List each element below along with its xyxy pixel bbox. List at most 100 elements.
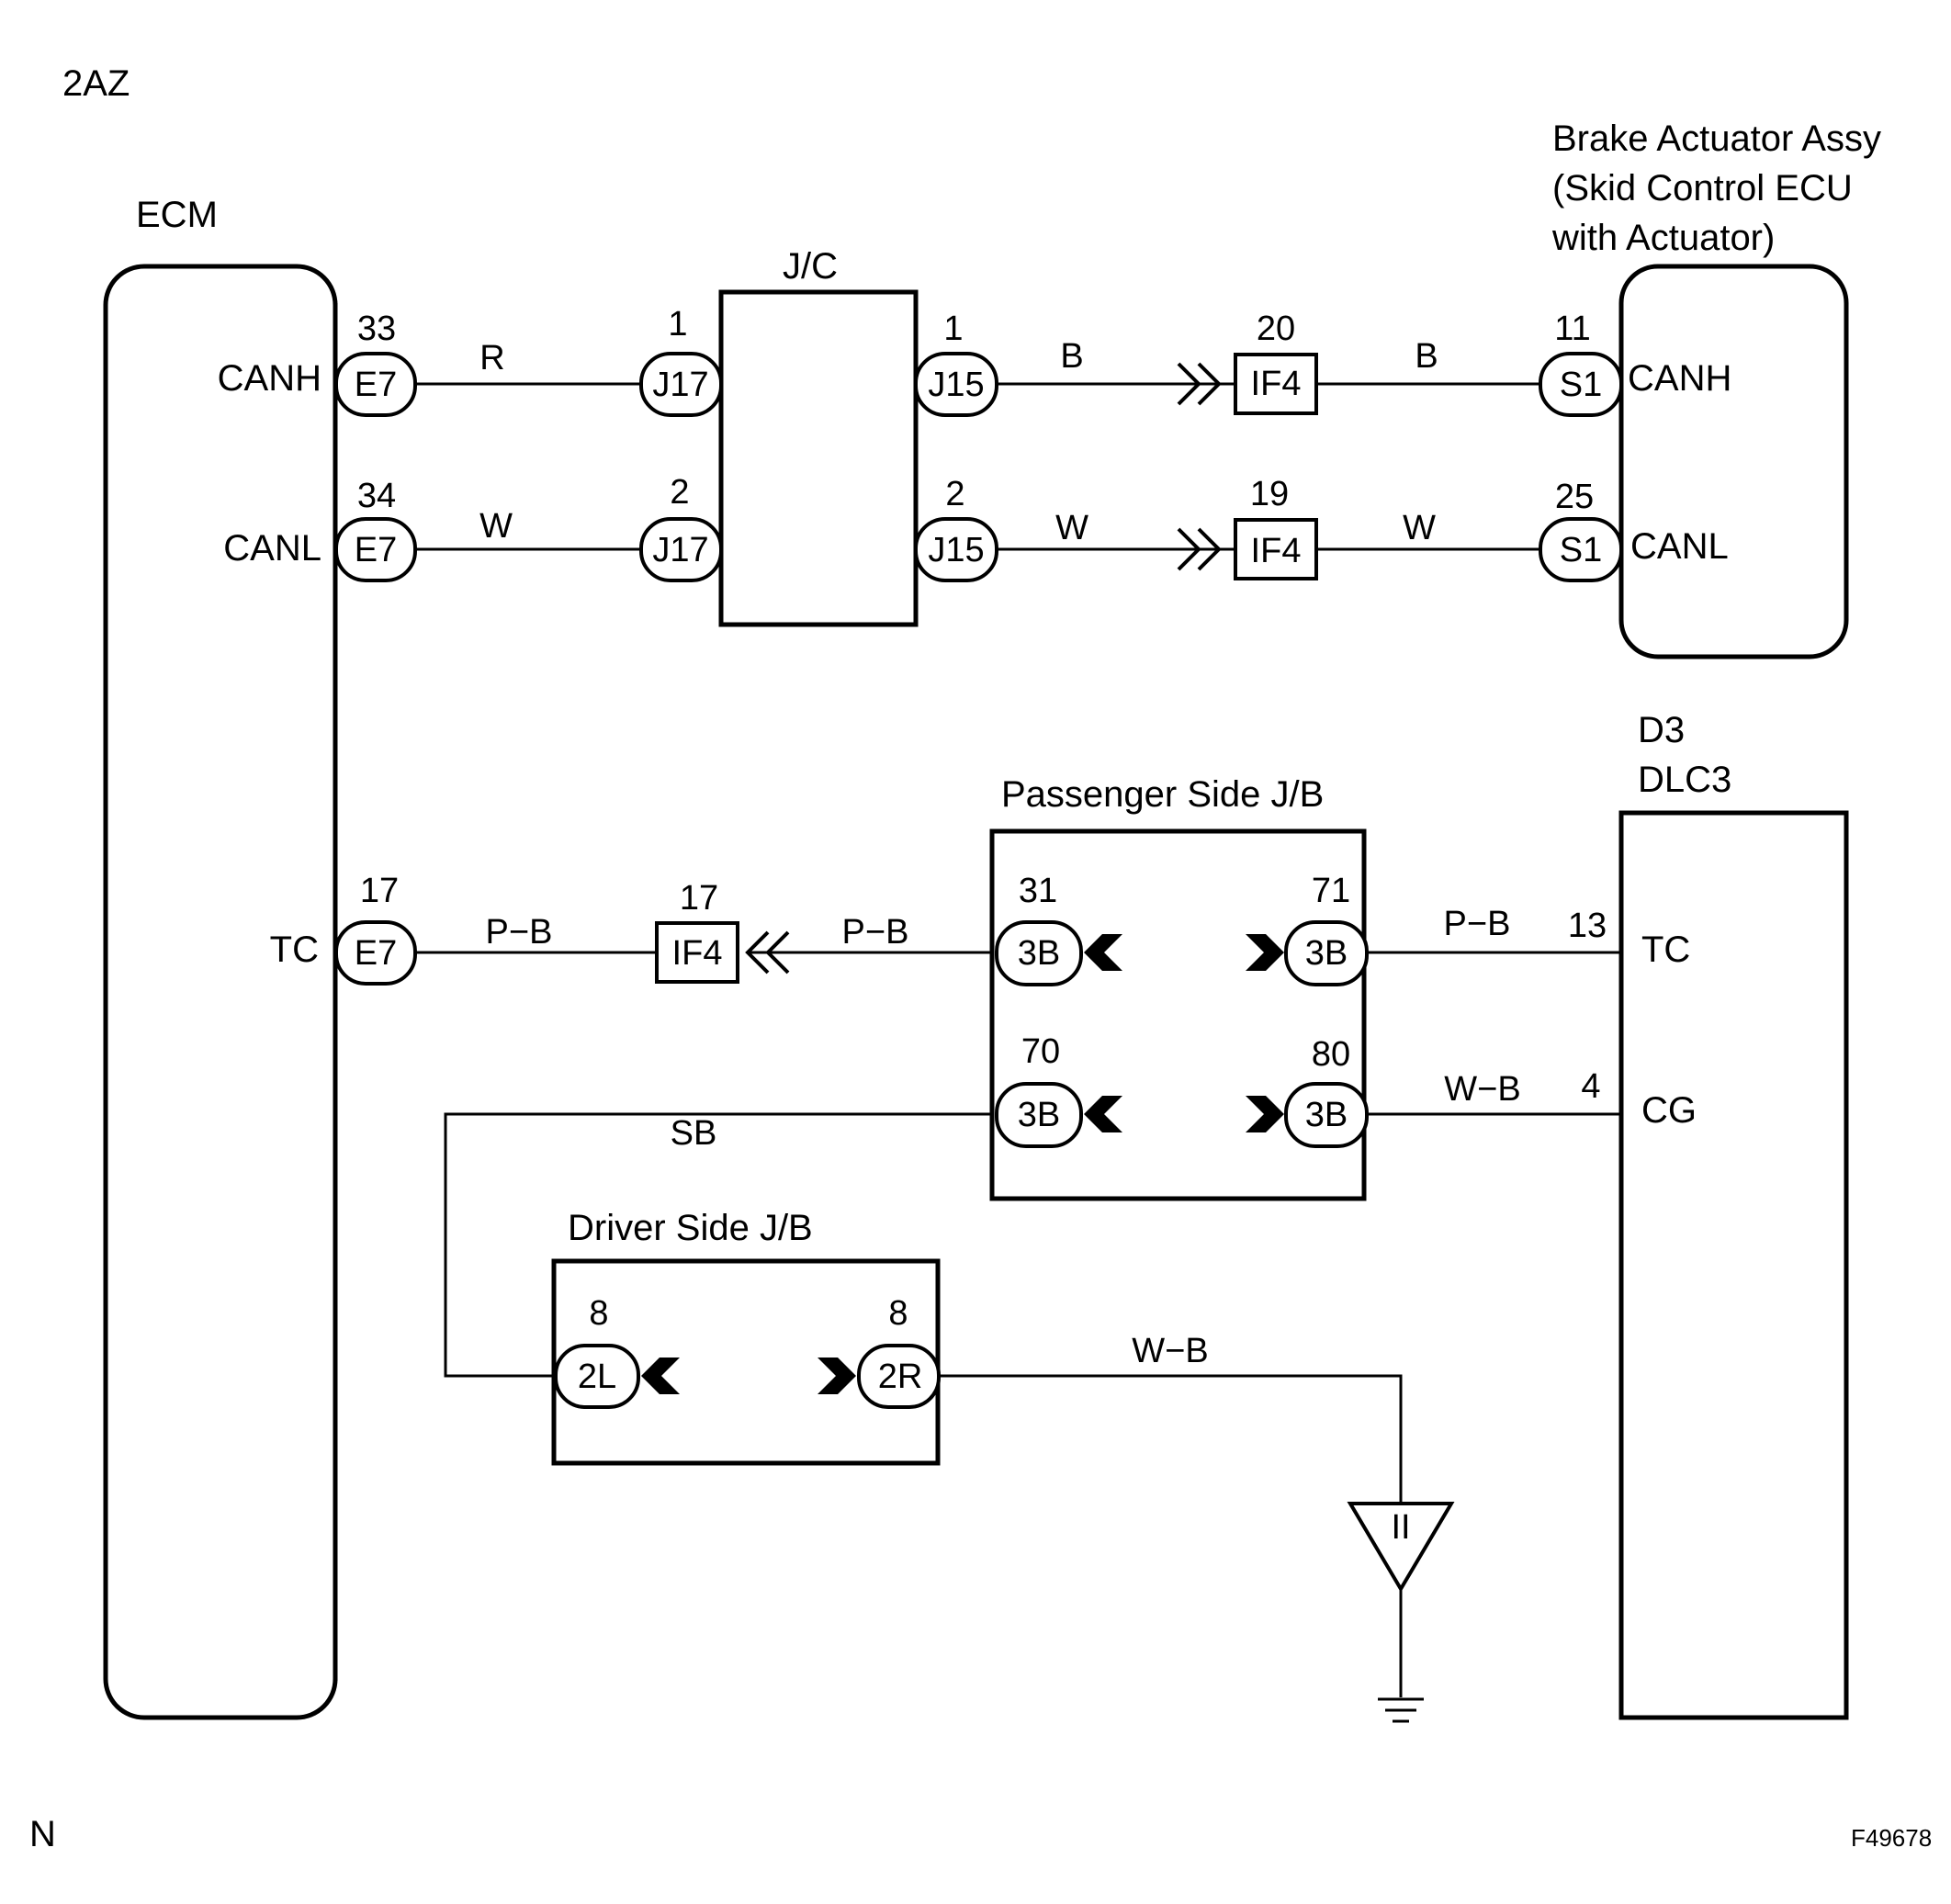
brake-actuator-box [1618, 264, 1849, 659]
connector-if4-17-pin: 17 [680, 879, 718, 918]
plug-chevron-if4-19-a [1177, 527, 1201, 571]
connector-s1-canh [1539, 352, 1623, 417]
connector-3b-70-code: 3B [1018, 1096, 1060, 1134]
dlc3-pin-cg: CG [1641, 1090, 1697, 1131]
connector-e7-canl-code: E7 [355, 531, 397, 569]
engine-variant-label: 2AZ [62, 63, 130, 104]
wire-color-ground: W−B [1132, 1332, 1208, 1370]
jc-box [718, 289, 919, 627]
wire-color-tc-jb-dlc3: P−B [1444, 905, 1511, 943]
connector-2l-pin: 8 [589, 1294, 608, 1333]
connector-j15-2-code: J15 [928, 531, 984, 569]
passenger-jb-label: Passenger Side J/B [1001, 774, 1324, 815]
connector-j17-1-pin: 1 [668, 305, 687, 344]
connector-j15-1-pin: 1 [943, 310, 963, 348]
connector-3b-71 [1284, 920, 1369, 986]
driver-jb-label: Driver Side J/B [568, 1208, 813, 1248]
jb-arrow-70 [1084, 1096, 1122, 1132]
connector-3b-31-code: 3B [1018, 934, 1060, 973]
connector-3b-31-pin: 31 [1019, 872, 1057, 910]
wire-color-cg-jb-dlc3: W−B [1444, 1070, 1520, 1109]
dlc3-pin-4-number: 4 [1581, 1067, 1600, 1106]
wire-color-tc-if4-jb: P−B [842, 913, 909, 952]
connector-e7-tc [334, 920, 417, 986]
jc-label: J/C [783, 246, 838, 287]
connector-3b-31 [995, 920, 1083, 986]
connector-j17-2 [639, 517, 723, 582]
wire-color-canl-jc-if4: W [1055, 509, 1088, 547]
jb-arrow-2r [818, 1358, 856, 1394]
connector-e7-tc-pin: 17 [360, 872, 399, 910]
connector-e7-canl [334, 517, 417, 582]
connector-e7-canl-pin: 34 [357, 477, 396, 515]
connector-s1-canh-pin: 11 [1554, 310, 1590, 348]
connector-if4-20 [1234, 353, 1318, 415]
connector-if4-19-code: IF4 [1251, 532, 1302, 570]
wire-color-canh-ecm-jc: R [479, 339, 504, 377]
connector-3b-80-pin: 80 [1312, 1035, 1350, 1074]
connector-j15-2-pin: 2 [945, 475, 964, 513]
connector-3b-70 [995, 1082, 1083, 1148]
connector-j15-2 [914, 517, 998, 582]
wire-color-canh-if4-actuator: B [1415, 337, 1438, 376]
wire-color-sb: SB [671, 1114, 717, 1153]
connector-if4-20-code: IF4 [1251, 365, 1302, 403]
connector-3b-71-pin: 71 [1312, 872, 1350, 910]
connector-if4-17 [655, 921, 739, 984]
connector-s1-canh-code: S1 [1560, 366, 1602, 404]
connector-2r [857, 1344, 941, 1409]
connector-if4-19 [1234, 518, 1318, 580]
dlc3-box [1618, 810, 1849, 1720]
connector-s1-canl [1539, 517, 1623, 582]
plug-chevron-if4-20-a [1177, 362, 1201, 406]
jb-arrow-31 [1084, 934, 1122, 971]
footnote-label: N [29, 1814, 56, 1854]
dlc3-code-label: D3 [1638, 710, 1685, 750]
connector-if4-19-pin: 19 [1250, 475, 1289, 513]
ecm-pin-canh: CANH [218, 358, 321, 399]
wire-color-tc-ecm-if4: P−B [486, 913, 553, 952]
connector-j17-2-code: J17 [652, 531, 708, 569]
connector-j17-2-pin: 2 [670, 473, 689, 512]
ecm-label: ECM [136, 195, 218, 235]
ecm-pin-canl: CANL [223, 528, 321, 569]
connector-e7-canh-code: E7 [355, 366, 397, 404]
figure-id-label: F49678 [1851, 1824, 1932, 1852]
wire-color-canl-if4-actuator: W [1403, 509, 1436, 547]
brake-actuator-label-3: with Actuator) [1551, 218, 1775, 258]
brake-actuator-label-1: Brake Actuator Assy [1552, 118, 1881, 159]
connector-2l [554, 1344, 640, 1409]
dlc3-pin-13-number: 13 [1568, 907, 1607, 945]
ground-point-label: II [1391, 1508, 1410, 1547]
connector-if4-20-pin: 20 [1257, 310, 1295, 348]
ecm-pin-tc: TC [270, 929, 319, 970]
connector-if4-17-code: IF4 [672, 934, 723, 973]
jb-arrow-71 [1246, 934, 1284, 971]
actuator-pin-canl: CANL [1630, 526, 1729, 567]
actuator-pin-canh: CANH [1628, 358, 1731, 399]
connector-2l-code: 2L [578, 1358, 616, 1396]
connector-e7-tc-code: E7 [355, 934, 397, 973]
wire-sb-driver-passenger [444, 1112, 997, 1378]
wire-color-canh-jc-if4: B [1060, 337, 1083, 376]
jb-arrow-80 [1246, 1096, 1284, 1132]
plug-chevron-if4-20-b [1197, 362, 1222, 406]
dlc3-pin-tc: TC [1641, 929, 1690, 970]
connector-e7-canh-pin: 33 [357, 310, 396, 348]
connector-s1-canl-pin: 25 [1555, 478, 1594, 516]
connector-2r-pin: 8 [888, 1294, 908, 1333]
connector-3b-80-code: 3B [1305, 1096, 1348, 1134]
brake-actuator-label-2: (Skid Control ECU [1552, 168, 1853, 208]
plug-chevron-if4-17-a [745, 930, 770, 975]
wire-color-canl-ecm-jc: W [479, 507, 513, 546]
jb-arrow-2l [641, 1358, 680, 1394]
connector-j15-1-code: J15 [928, 366, 984, 404]
ecm-box [103, 264, 338, 1720]
dlc3-name-label: DLC3 [1638, 760, 1731, 800]
plug-chevron-if4-19-b [1197, 527, 1222, 571]
connector-j17-1-code: J17 [652, 366, 708, 404]
connector-3b-71-code: 3B [1305, 934, 1348, 973]
connector-3b-70-pin: 70 [1021, 1032, 1060, 1071]
connector-s1-canl-code: S1 [1560, 531, 1602, 569]
